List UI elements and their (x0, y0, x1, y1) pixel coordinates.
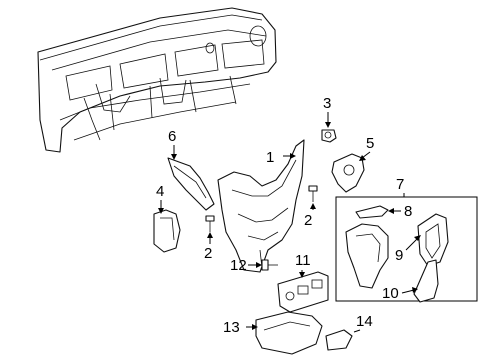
part-3-clip (321, 129, 337, 143)
instrument-panel (37, 7, 277, 153)
callout-5: 5 (366, 135, 374, 152)
callout-8: 8 (404, 203, 412, 220)
callout-13: 13 (223, 319, 240, 336)
screw-2-left (205, 215, 215, 232)
part-9-bezel (417, 213, 449, 267)
part-7-panel (345, 223, 389, 289)
callout-4: 4 (156, 183, 164, 200)
callout-14: 14 (356, 313, 373, 330)
part-4-trim-panel (153, 209, 181, 253)
callout-1: 1 (266, 149, 274, 166)
callout-3: 3 (323, 95, 331, 112)
inset-box-7 (335, 196, 478, 303)
part-14-pad (325, 329, 353, 351)
part-13-lower-console (255, 311, 323, 355)
callout-11: 11 (295, 252, 311, 269)
callout-12: 12 (230, 257, 247, 274)
part-11-switch-panel (277, 271, 329, 313)
callout-7: 7 (396, 176, 404, 193)
part-1-center-console (217, 139, 305, 273)
screw-2-right (308, 185, 318, 202)
part-10-strip (413, 259, 439, 303)
callout-6: 6 (168, 128, 176, 145)
screw-12 (261, 259, 278, 271)
part-8-trim (355, 205, 389, 219)
leader-lines (158, 112, 421, 333)
part-6-bracket (167, 157, 215, 211)
callout-10: 10 (382, 285, 399, 302)
callout-2-left: 2 (204, 245, 212, 262)
part-5-bracket (331, 153, 365, 193)
callout-9: 9 (395, 247, 403, 264)
callout-2-right: 2 (304, 212, 312, 229)
